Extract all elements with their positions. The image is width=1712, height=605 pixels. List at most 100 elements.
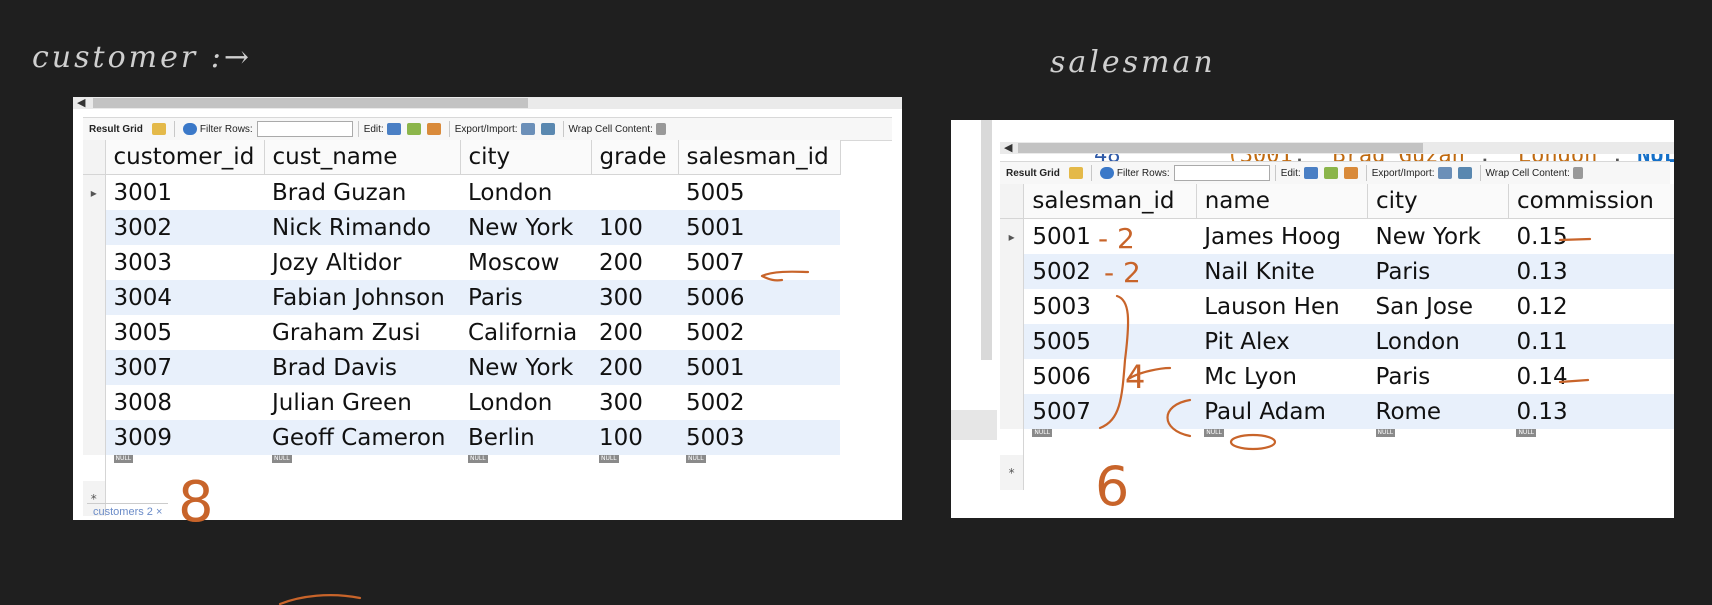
edit-row-icon[interactable] [386,123,401,135]
table-cell[interactable]: 5003 [1032,293,1091,320]
delete-row-icon[interactable] [426,123,441,135]
wrap-cell-icon[interactable] [1572,167,1583,179]
table-cell[interactable]: 5007 [1023,394,1197,429]
table-cell[interactable]: 0.13 [1508,254,1674,289]
table-cell[interactable]: Lauson Hen [1204,293,1340,320]
table-cell[interactable]: Mc Lyon [1204,363,1297,390]
table-cell[interactable]: 0.15 [1516,223,1568,250]
horizontal-scrollbar[interactable]: ◀ [73,97,902,109]
table-cell[interactable]: 100 [591,420,678,455]
customers-tab[interactable]: customers 2 × [87,503,169,520]
table-cell[interactable]: California [468,319,578,346]
table-cell[interactable]: Brad Guzan [272,179,407,206]
table-cell[interactable]: 5002 [686,389,745,416]
table-cell[interactable]: Rome [1367,394,1509,429]
export-icon[interactable] [520,123,535,135]
table-cell[interactable]: New York [460,350,591,385]
table-cell[interactable]: 5005 [1023,324,1197,359]
table-cell[interactable]: 5003 [678,420,840,455]
table-cell[interactable]: 5007 [686,249,745,276]
new-row[interactable]: * [1000,455,1674,490]
table-row[interactable]: ▸ 5001 James Hoog New York 0.15 [1000,218,1674,254]
table-row[interactable]: ▸ 3001 Brad Guzan London NULL 5005 [83,174,840,210]
table-cell[interactable]: 3009 [105,420,264,455]
import-icon[interactable] [540,123,555,135]
table-cell[interactable]: 3004 [105,280,264,315]
table-row[interactable]: 5007 Paul Adam Rome 0.13 [1000,394,1674,429]
scroll-left-icon[interactable]: ◀ [1004,142,1013,154]
table-cell[interactable]: 0.14 [1516,363,1568,390]
table-cell[interactable]: Paris [1375,363,1431,390]
table-row[interactable]: 5002 Nail Knite Paris 0.13 [1000,254,1674,289]
insert-row-icon[interactable] [1323,167,1338,179]
table-cell[interactable]: 200 [599,319,643,346]
table-cell[interactable]: 5001 [1032,223,1091,250]
table-cell[interactable]: Paris [460,280,591,315]
column-header[interactable]: grade [591,140,679,175]
table-row[interactable]: 3005 Graham Zusi California 200 5002 [83,315,840,350]
table-cell[interactable]: Geoff Cameron [264,420,460,455]
table-row[interactable]: 3009 Geoff Cameron Berlin 100 5003 [83,420,840,455]
table-row[interactable]: 3003 Jozy Altidor Moscow 200 5007 [83,245,840,280]
table-cell[interactable]: James Hoog [1204,223,1341,250]
table-cell[interactable]: 5001 [678,350,840,385]
table-cell[interactable]: Julian Green [272,389,412,416]
table-cell[interactable]: Brad Davis [264,350,460,385]
table-cell[interactable]: 100 [591,210,678,245]
table-cell[interactable]: Moscow [468,249,560,276]
edit-row-icon[interactable] [1303,167,1318,179]
table-cell[interactable]: London [1367,324,1509,359]
table-row[interactable]: 5006 Mc Lyon Paris 0.14 [1000,359,1674,394]
table-cell[interactable]: 0.11 [1508,324,1674,359]
table-cell[interactable]: London [468,179,553,206]
table-row[interactable]: 3007 Brad Davis New York 200 5001 [83,350,840,385]
table-cell[interactable]: 3007 [105,350,264,385]
table-cell[interactable]: Paul Adam [1196,394,1368,429]
table-cell[interactable]: Nail Knite [1196,254,1368,289]
wrap-cell-icon[interactable] [655,123,666,135]
table-cell[interactable]: Berlin [460,420,591,455]
table-row[interactable]: 3008 Julian Green London 300 5002 [83,385,840,420]
table-cell[interactable]: 3008 [113,389,173,416]
table-cell[interactable]: 0.12 [1516,293,1568,320]
table-cell[interactable]: New York [1375,223,1481,250]
scroll-left-icon[interactable]: ◀ [77,97,86,109]
column-header[interactable]: commission [1508,184,1674,219]
column-header[interactable]: city [460,140,592,175]
table-cell[interactable]: 0.13 [1508,394,1674,429]
filter-rows-input[interactable] [256,121,353,137]
table-cell[interactable]: 300 [599,389,643,416]
table-cell[interactable]: 200 [599,249,643,276]
grid-view-icon[interactable] [1068,167,1083,179]
table-cell[interactable]: London [468,389,553,416]
table-cell[interactable]: Jozy Altidor [272,249,402,276]
new-row[interactable]: * [83,481,840,516]
table-row[interactable]: 3004 Fabian Johnson Paris 300 5006 [83,280,840,315]
filter-rows-input[interactable] [1173,165,1270,181]
column-header[interactable]: city [1367,184,1509,219]
insert-row-icon[interactable] [406,123,421,135]
column-header[interactable]: customer_id [105,140,265,175]
table-cell[interactable]: 3003 [113,249,173,276]
column-header[interactable]: cust_name [264,140,461,175]
table-row[interactable]: 5005 Pit Alex London 0.11 [1000,324,1674,359]
table-cell[interactable]: New York [460,210,591,245]
table-cell[interactable]: Nick Rimando [264,210,460,245]
refresh-icon[interactable] [1099,167,1114,179]
table-cell[interactable]: Graham Zusi [272,319,421,346]
table-row[interactable]: 3002 Nick Rimando New York 100 5001 [83,210,840,245]
column-header[interactable]: salesman_id [678,140,841,175]
table-cell[interactable]: 5005 [686,179,745,206]
table-cell[interactable]: San Jose [1375,293,1474,320]
scrollbar-thumb[interactable] [1018,143,1423,153]
vertical-scrollbar[interactable] [981,120,992,360]
table-cell[interactable]: Paris [1367,254,1509,289]
table-row[interactable]: 5003 Lauson Hen San Jose 0.12 [1000,289,1674,324]
table-cell[interactable]: 3005 [113,319,173,346]
table-cell[interactable]: 300 [591,280,678,315]
horizontal-scrollbar[interactable]: ◀ [1000,142,1674,154]
export-icon[interactable] [1437,167,1452,179]
table-cell[interactable]: 5002 [686,319,745,346]
import-icon[interactable] [1457,167,1472,179]
column-header[interactable]: salesman_id [1023,184,1197,219]
